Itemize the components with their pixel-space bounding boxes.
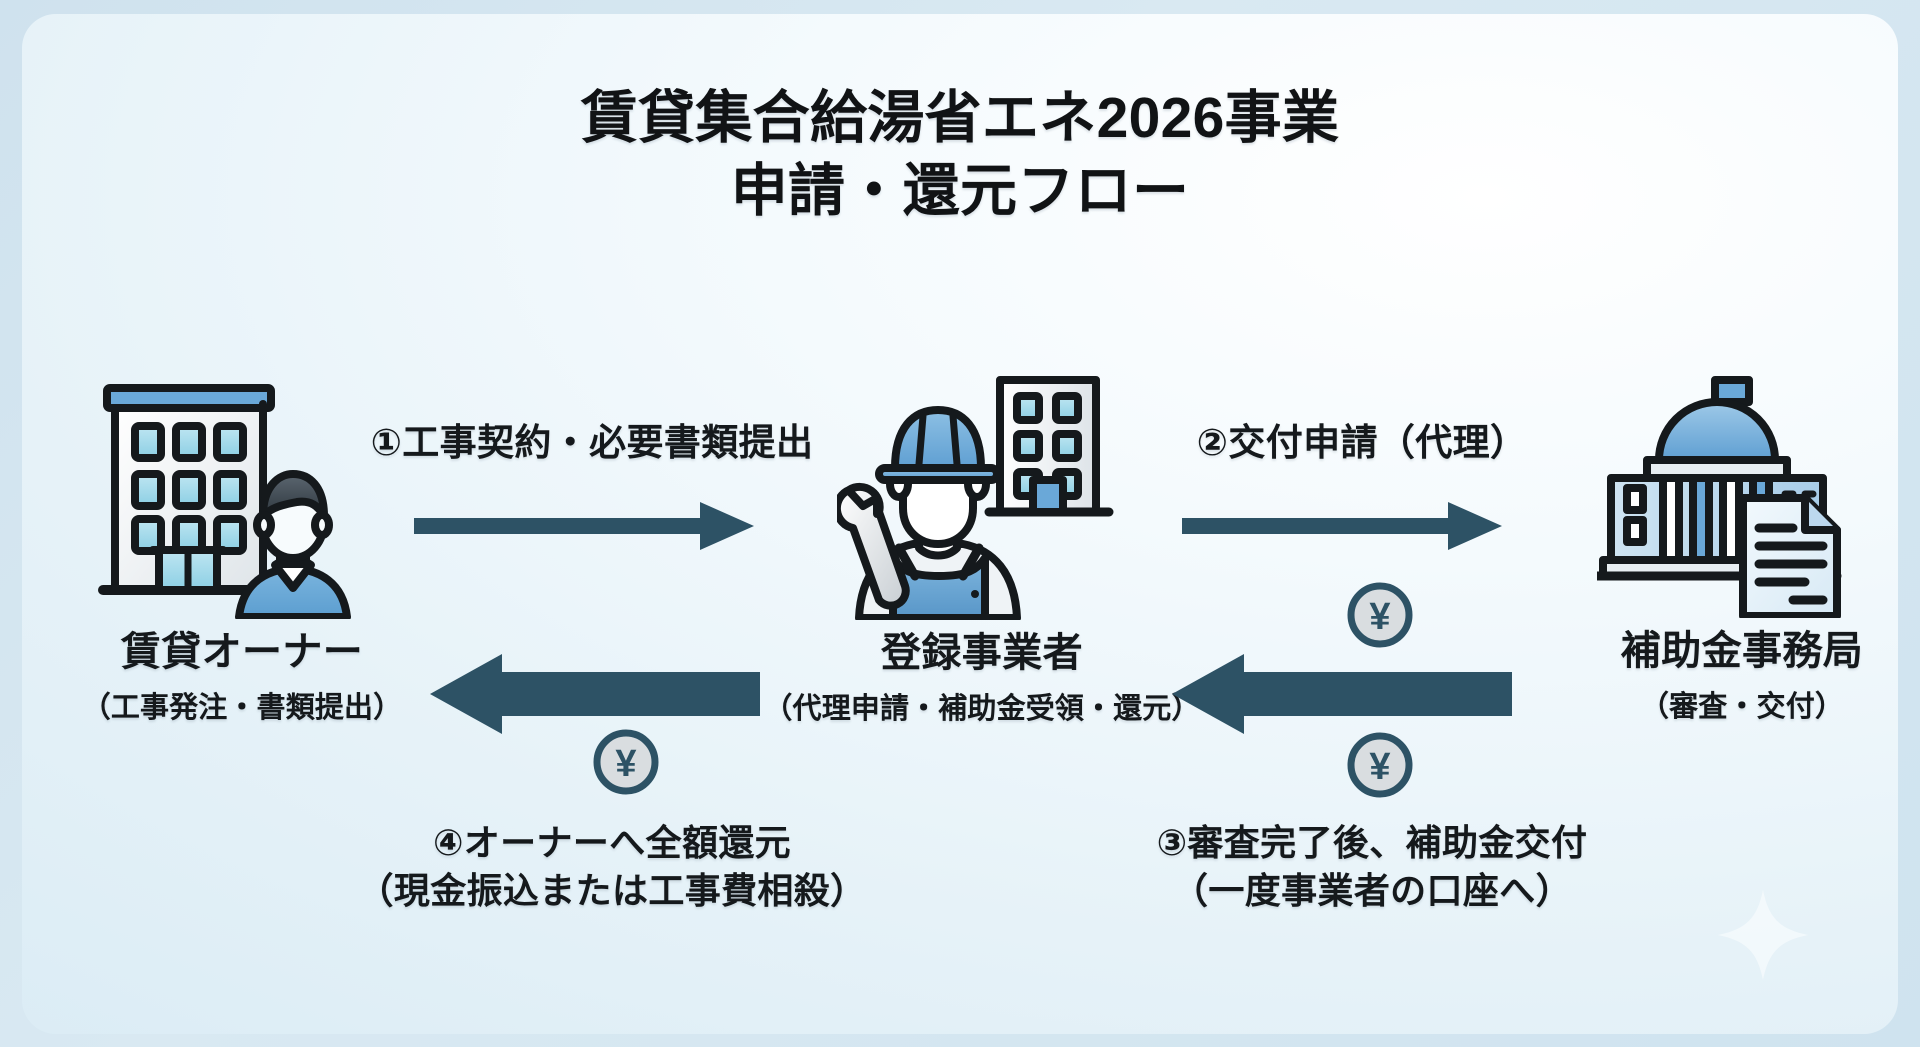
yen-glyph: ¥ (1369, 596, 1390, 638)
yen-glyph: ¥ (615, 743, 636, 785)
arrow-step-3 (1172, 654, 1512, 734)
node-contractor-title: 登録事業者 (881, 631, 1083, 675)
yen-coin-icon-office-to-contractor-bottom: ¥ (1347, 732, 1413, 798)
arrow-label-step-1-line-1: ①工事契約・必要書類提出 (370, 422, 814, 463)
arrow-step-1 (414, 502, 754, 550)
yen-glyph: ¥ (1369, 746, 1390, 788)
title-line-1: 賃貸集合給湯省エネ2026事業 (580, 86, 1340, 150)
node-office-title: 補助金事務局 (1620, 629, 1864, 673)
apartment-building-owner-icon (98, 384, 351, 619)
page-title: 賃貸集合給湯省エネ2026事業 申請・還元フロー (22, 82, 1898, 228)
node-subsidy-office[interactable]: 補助金事務局 （審査・交付） (1542, 376, 1898, 725)
node-contractor[interactable]: 登録事業者 （代理申請・補助金受領・還元） (722, 372, 1242, 727)
node-office-subtitle: （審査・交付） (1639, 691, 1844, 723)
sparkle-icon (1717, 889, 1809, 981)
arrow-label-step-2: ②交付申請（代理） (1142, 419, 1582, 468)
yen-coin-icon-office-to-contractor-top: ¥ (1347, 582, 1413, 648)
arrow-step-2 (1182, 502, 1502, 550)
title-line-2: 申請・還元フロー (730, 158, 1190, 223)
construction-worker-icon (837, 376, 1114, 620)
node-owner-subtitle: （工事発注・書類提出） (81, 692, 403, 724)
arrow-label-step-3-line-1: ③審査完了後、補助金交付 (1156, 822, 1588, 863)
arrow-step-4 (430, 654, 760, 734)
arrow-label-step-4-line-2: （現金振込または工事費相殺） (357, 869, 867, 911)
node-owner-title: 賃貸オーナー (120, 630, 364, 674)
arrow-label-step-1: ①工事契約・必要書類提出 (322, 419, 862, 468)
node-owner[interactable]: 賃貸オーナー （工事発注・書類提出） (52, 374, 432, 726)
diagram-card: 賃貸集合給湯省エネ2026事業 申請・還元フロー (22, 14, 1898, 1034)
arrow-label-step-2-line-1: ②交付申請（代理） (1196, 422, 1528, 463)
arrow-label-step-3: ③審査完了後、補助金交付 （一度事業者の口座へ） (1112, 819, 1632, 914)
yen-coin-icon-contractor-to-owner: ¥ (593, 729, 659, 795)
government-building-document-icon (1597, 376, 1842, 618)
arrow-label-step-4: ④オーナーへ全額還元 （現金振込または工事費相殺） (352, 819, 872, 914)
node-contractor-subtitle: （代理申請・補助金受領・還元） (763, 693, 1201, 725)
arrow-label-step-3-line-2: （一度事業者の口座へ） (1172, 869, 1572, 911)
arrow-label-step-4-line-1: ④オーナーへ全額還元 (432, 822, 792, 863)
